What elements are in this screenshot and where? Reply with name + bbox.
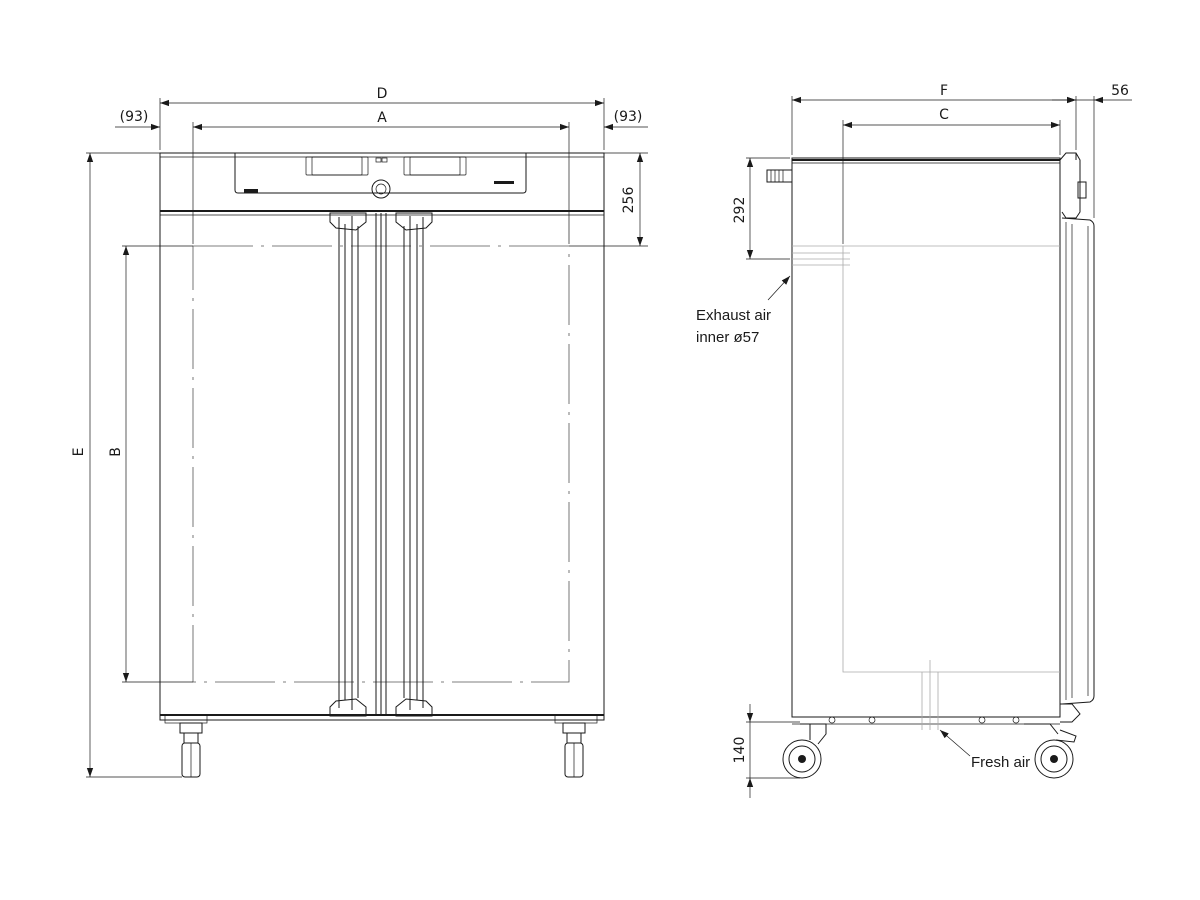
exhaust-air-callout: Exhaust air inner ø57 [696, 275, 791, 346]
dimension-f-label: F [940, 83, 948, 99]
fresh-air-label: Fresh air [971, 754, 1030, 771]
dimension-140: 140 [732, 704, 800, 798]
dimension-a: A (93) (93) [115, 109, 648, 244]
side-caster-right [1024, 723, 1077, 779]
front-caster-left [179, 722, 203, 778]
base-holes [792, 716, 1060, 725]
front-caster-right [562, 722, 586, 778]
dimension-b: B [108, 245, 193, 683]
fresh-air-callout: Fresh air [939, 729, 1030, 771]
exhaust-air-label: Exhaust air [696, 307, 771, 324]
dimension-256-label: 256 [621, 187, 637, 214]
right-offset-label: (93) [614, 109, 643, 125]
brand-logo [494, 181, 514, 184]
dimension-56: 56 [1052, 83, 1132, 218]
left-offset-label: (93) [120, 109, 149, 125]
dimension-c: C [842, 107, 1061, 244]
front-view: D A (93) (93) 256 E [71, 86, 648, 778]
dimension-292: 292 [732, 157, 790, 260]
dimension-140-label: 140 [732, 737, 748, 764]
dimension-256: 256 [569, 152, 648, 247]
door-side [1059, 152, 1095, 723]
usb-port-icon [244, 189, 258, 193]
interior-outline-side [842, 246, 1060, 673]
dimension-c-label: C [939, 107, 949, 123]
dimension-b-label: B [108, 447, 124, 457]
dimension-292-label: 292 [732, 197, 748, 224]
exhaust-port-icon [766, 169, 850, 266]
fresh-air-port-icon [921, 660, 939, 730]
dimension-f: F [791, 83, 1077, 155]
side-caster-left [782, 723, 827, 779]
dimension-a-label: A [377, 110, 387, 126]
control-panel [234, 153, 527, 199]
door-handles [329, 212, 433, 717]
side-view: F C 56 292 [696, 83, 1132, 798]
dimension-56-label: 56 [1111, 83, 1129, 99]
dimension-e-label: E [71, 448, 87, 457]
control-knob-icon [371, 179, 391, 199]
exhaust-diameter-label: inner ø57 [696, 329, 759, 346]
dimension-d-label: D [377, 86, 388, 102]
dimension-e: E [71, 152, 182, 778]
